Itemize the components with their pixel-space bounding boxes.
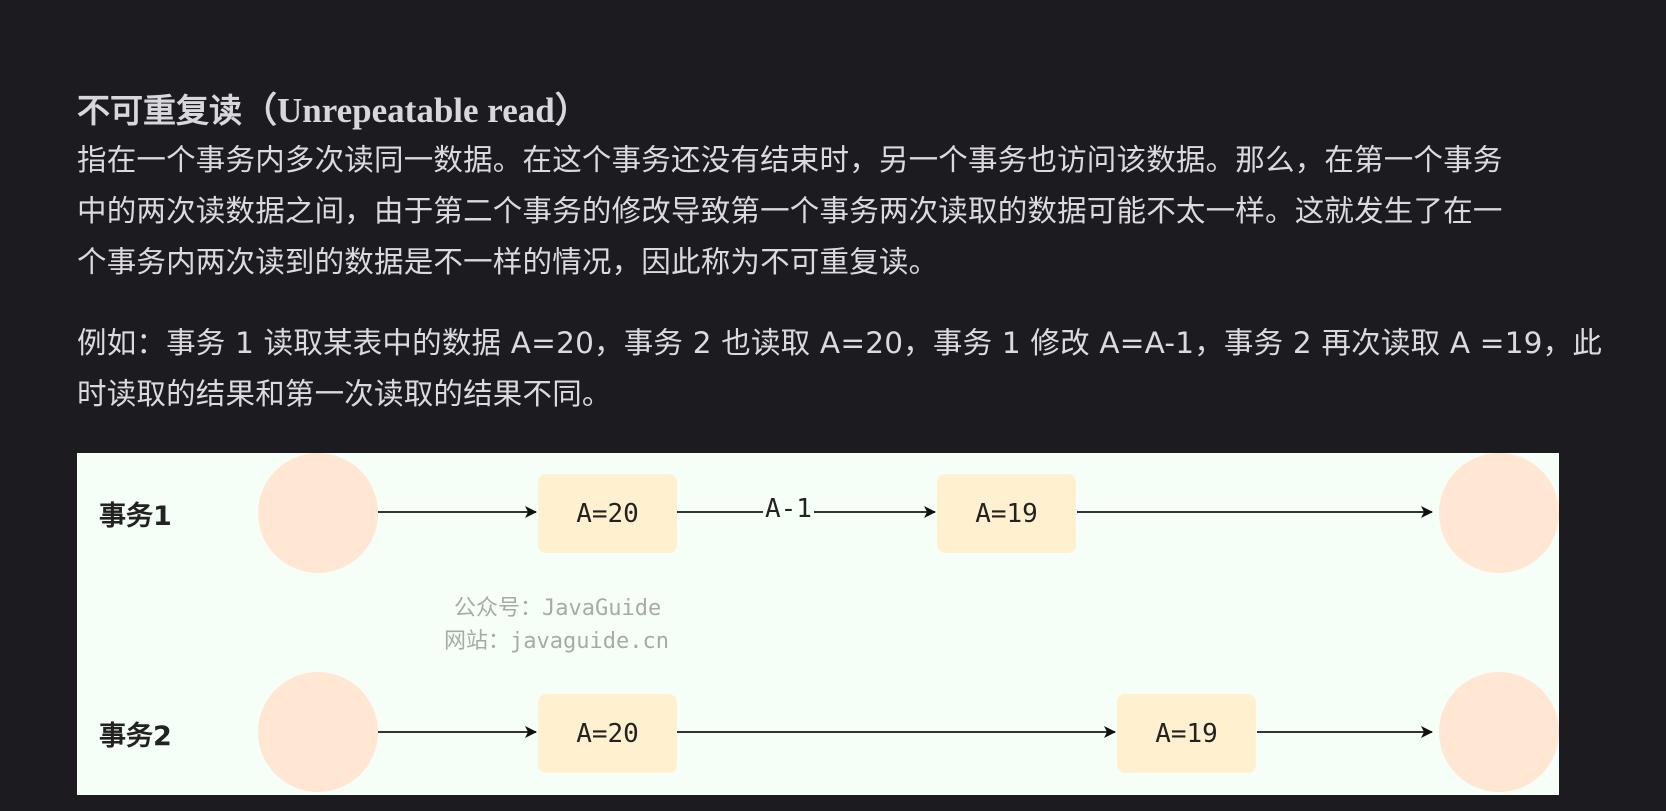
- watermark-line-1: 公众号：JavaGuide: [454, 596, 662, 621]
- unrepeatable-read-diagram: 事务1 A=20 A-1 A=19 公众号：JavaGuide 网站：javag…: [77, 453, 1559, 795]
- transaction-2-start-circle: [258, 672, 378, 792]
- definition-paragraph: 指在一个事务内多次读同一数据。在这个事务还没有结束时，另一个事务也访问该数据。那…: [77, 135, 1639, 288]
- watermark-line-2: 网站：javaguide.cn: [444, 629, 669, 654]
- paragraph-line: 个事务内两次读到的数据是不一样的情况，因此称为不可重复读。: [77, 245, 939, 279]
- transaction-1-update-label: A-1: [763, 494, 814, 524]
- transaction-1-end-circle: [1439, 453, 1559, 573]
- transaction-2-first-read-box: A=20: [538, 694, 677, 773]
- paragraph-line: 中的两次读数据之间，由于第二个事务的修改导致第一个事务两次读取的数据可能不太一样…: [77, 194, 1503, 228]
- diagram-arrows: [378, 506, 1433, 738]
- paragraph-line: 时读取的结果和第一次读取的结果不同。: [77, 377, 612, 411]
- transaction-2-label: 事务2: [99, 721, 172, 752]
- transaction-2-second-read-box: A=19: [1117, 694, 1256, 773]
- heading-zh: 不可重复读: [77, 91, 242, 130]
- example-paragraph: 例如：事务 1 读取某表中的数据 A=20，事务 2 也读取 A=20，事务 1…: [77, 318, 1639, 420]
- paragraph-line: 例如：事务 1 读取某表中的数据 A=20，事务 2 也读取 A=20，事务 1…: [77, 326, 1603, 360]
- transaction-1-read-box: A=20: [538, 474, 677, 553]
- transaction-1-start-circle: [258, 453, 378, 573]
- transaction-1-updated-box: A=19: [937, 474, 1076, 553]
- heading-en: （Unrepeatable read）: [242, 91, 590, 130]
- transaction-2-end-circle: [1439, 672, 1559, 792]
- transaction-1-label: 事务1: [99, 501, 172, 532]
- watermark: 公众号：JavaGuide 网站：javaguide.cn: [444, 592, 669, 658]
- paragraph-line: 指在一个事务内多次读同一数据。在这个事务还没有结束时，另一个事务也访问该数据。那…: [77, 143, 1503, 177]
- section-heading: 不可重复读（Unrepeatable read）: [77, 89, 590, 133]
